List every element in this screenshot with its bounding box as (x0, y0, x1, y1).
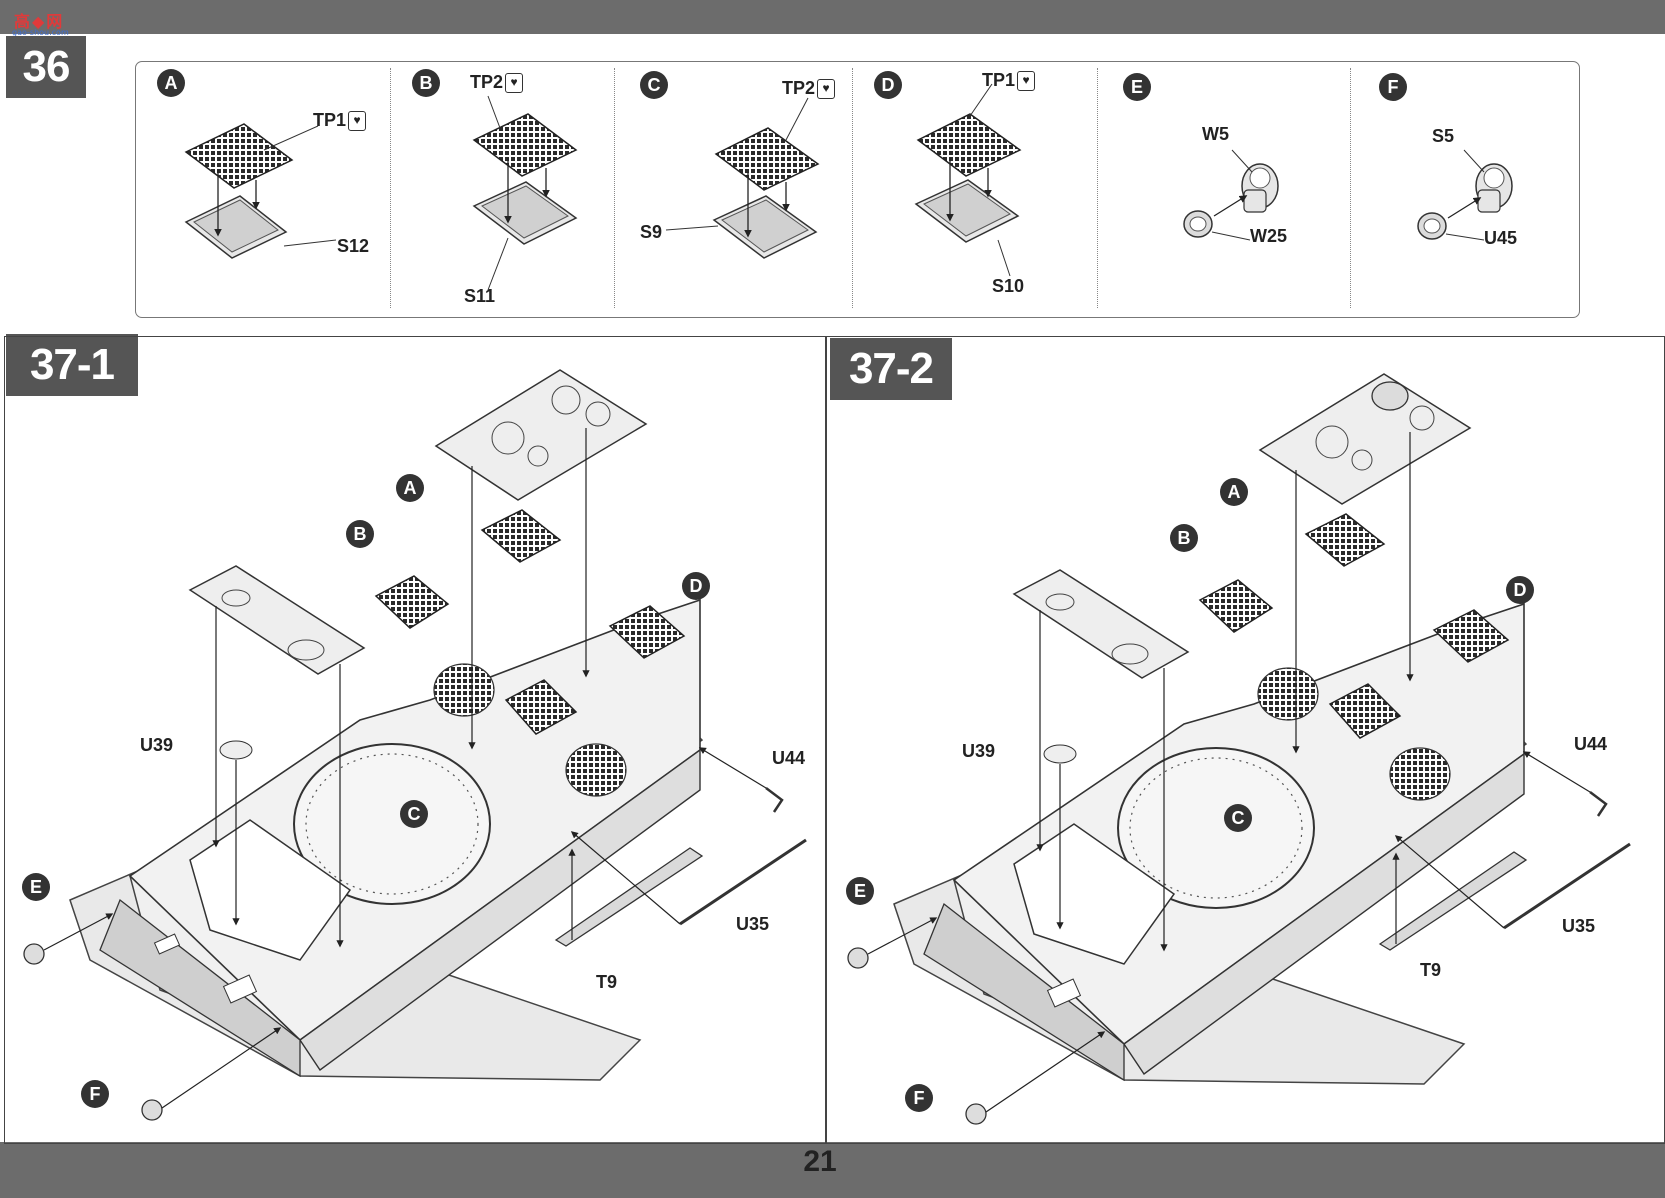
logo-url: gao-shou.com (12, 28, 69, 37)
part-label-t9: T9 (1420, 960, 1442, 980)
callout-f: F (1379, 73, 1407, 101)
callout-f: F (905, 1084, 933, 1112)
step-37-1-frame (4, 336, 826, 1144)
callout-f: F (81, 1080, 109, 1108)
logo-text: 高◆网 (14, 12, 65, 31)
callout-e: E (846, 877, 874, 905)
part-label-u44: U44 (1574, 734, 1608, 754)
step-36-panel (135, 61, 1580, 318)
callout-c: C (1224, 804, 1252, 832)
callout-c: C (400, 800, 428, 828)
sub-divider (1350, 68, 1351, 308)
sub-assembly-a (184, 123, 337, 259)
heart-icon: ♥ (348, 111, 367, 132)
part-label-u44: U44 (772, 748, 806, 768)
sub-divider (390, 68, 391, 308)
part-label-u39: U39 (962, 741, 996, 761)
callout-a: A (157, 69, 185, 97)
callout-b: B (346, 520, 374, 548)
part-label-u35: U35 (736, 914, 770, 934)
part-label-tp1: TP1♥ (313, 110, 367, 132)
part-label-s9: S9 (640, 222, 663, 242)
part-label-t9: T9 (596, 972, 618, 992)
part-label-u35: U35 (1562, 916, 1596, 936)
sub-assembly-f (1417, 149, 1513, 241)
part-label-u45: U45 (1484, 228, 1518, 248)
step-number-36: 36 (6, 36, 86, 98)
callout-d: D (1506, 576, 1534, 604)
page-number: 21 (803, 1145, 837, 1178)
part-label-tp1: TP1♥ (982, 70, 1036, 92)
sub-assembly-b (472, 95, 578, 291)
sub-assembly-e (1183, 149, 1279, 241)
bottom-bar (0, 1142, 1665, 1198)
part-label-s10: S10 (992, 276, 1025, 296)
site-logo: 高◆网 gao-shou.com (6, 4, 78, 37)
callout-e: E (22, 873, 50, 901)
callout-a: A (1220, 478, 1248, 506)
part-label-tp2: TP2♥ (782, 78, 836, 100)
hull-assembly-37-2 (847, 373, 1631, 1125)
part-label-u39: U39 (140, 735, 174, 755)
heart-icon: ♥ (1017, 71, 1036, 92)
step-number-37-1: 37-1 (6, 334, 138, 396)
part-label-s11: S11 (464, 286, 496, 306)
heart-icon: ♥ (505, 73, 524, 94)
part-label-tp2: TP2♥ (470, 72, 524, 94)
callout-d: D (874, 71, 902, 99)
heart-icon: ♥ (817, 79, 836, 100)
callout-a: A (396, 474, 424, 502)
part-label-w25: W25 (1250, 226, 1288, 246)
hull-assembly-37-1 (23, 369, 807, 1121)
top-bar (0, 0, 1665, 34)
step-number-37-2: 37-2 (830, 338, 952, 400)
callout-b: B (1170, 524, 1198, 552)
part-label-s12: S12 (337, 236, 370, 256)
sub-assembly-c (665, 97, 820, 259)
callout-b: B (412, 69, 440, 97)
sub-divider (614, 68, 615, 308)
part-label-w5: W5 (1202, 124, 1229, 144)
sub-divider (1097, 68, 1098, 308)
callout-c: C (640, 71, 668, 99)
callout-d: D (682, 572, 710, 600)
sub-assembly-d (914, 83, 1022, 277)
sub-divider (852, 68, 853, 308)
callout-e: E (1123, 73, 1151, 101)
part-label-s5: S5 (1432, 126, 1455, 146)
